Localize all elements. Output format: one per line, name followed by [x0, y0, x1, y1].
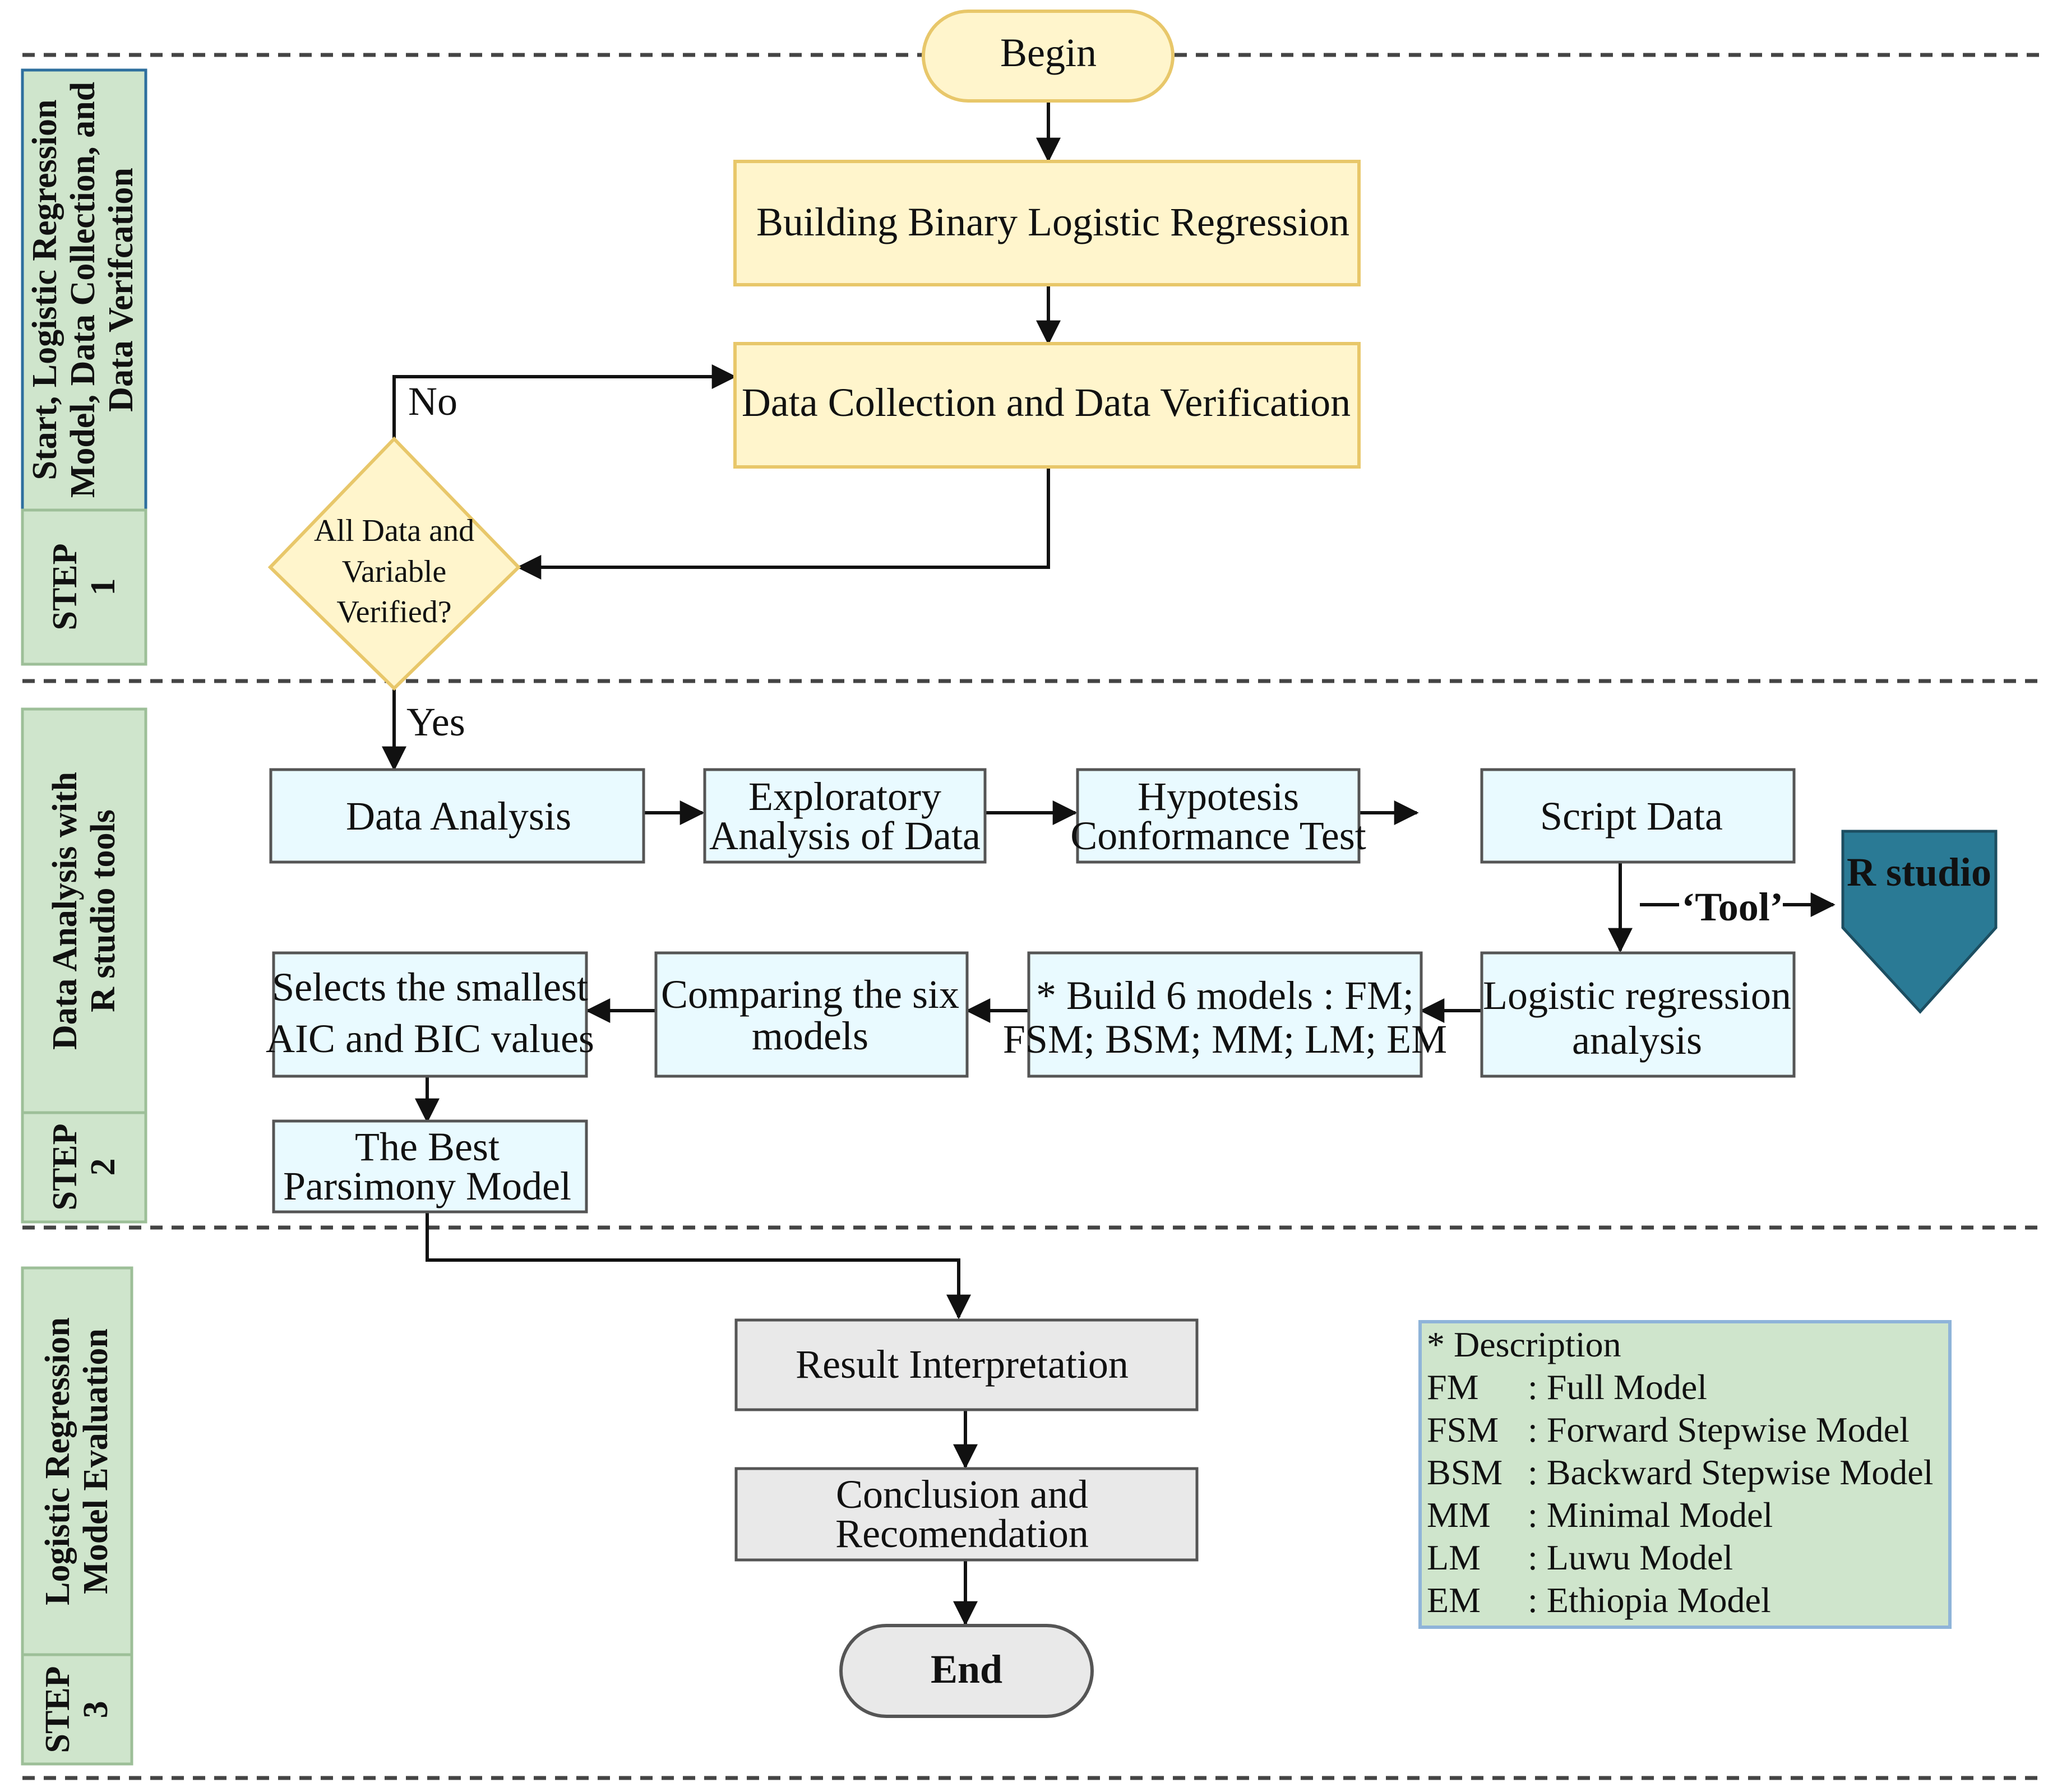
legend-abbr-bsm: BSM: [1427, 1452, 1503, 1492]
step2-number: 2: [84, 1159, 122, 1176]
rstudio-shape: [1841, 830, 1998, 1014]
legend-abbr-fsm: FSM: [1427, 1410, 1499, 1450]
step3-label: STEP 3: [39, 1666, 115, 1753]
begin-label: Begin: [1000, 30, 1097, 75]
legend-abbr-mm: MM: [1427, 1495, 1491, 1535]
selects-line2: AIC and BIC values: [266, 1016, 594, 1061]
step3-title-line1: Logistic Regression: [39, 1317, 77, 1605]
hypotesis-line1: Hypotesis: [1138, 774, 1299, 819]
selects-line1: Selects the smallest: [272, 965, 588, 1010]
conclusion-line1: Conclusion and: [836, 1472, 1088, 1517]
decision-line3: Verified?: [336, 595, 451, 629]
exploratory-line2: Analysis of Data: [709, 813, 981, 858]
collect-box: [733, 342, 1361, 469]
data-analysis-label: Data Analysis: [346, 794, 571, 839]
best-box: [272, 1119, 588, 1214]
conclusion-line2: Recomendation: [835, 1511, 1089, 1556]
exploratory-line1: Exploratory: [748, 774, 941, 819]
side-panel-step2-title: [21, 707, 147, 1114]
legend-abbr-fm: FM: [1427, 1367, 1479, 1407]
legend-desc-mm: : Minimal Model: [1528, 1495, 1773, 1535]
hypotesis-box: [1076, 768, 1361, 864]
arrow-collect-decision: [516, 467, 1050, 580]
side-panel-step3-title: [21, 1266, 133, 1656]
script-data-label: Script Data: [1540, 794, 1723, 839]
step2-title-line2: R studio tools: [84, 809, 122, 1012]
begin-terminal: [922, 10, 1175, 103]
step1-title-line1: Start, Logistic Regression: [26, 99, 64, 480]
step1-title-line2: Model, Data Collection, and: [64, 82, 102, 498]
legend-desc-fm: : Full Model: [1528, 1367, 1707, 1407]
legend-desc-fsm: : Forward Stepwise Model: [1528, 1410, 1910, 1450]
end-label: End: [931, 1647, 1002, 1692]
legend-abbr-lm: LM: [1427, 1538, 1481, 1577]
compare-box: [654, 951, 969, 1078]
conclusion-box: [734, 1467, 1199, 1562]
step3-number: 3: [77, 1701, 115, 1719]
logistic-line1: Logistic regression: [1483, 973, 1791, 1018]
yes-label: Yes: [406, 700, 465, 744]
step2-title-line1: Data Analysis with: [46, 772, 84, 1050]
script-data-box: [1480, 768, 1796, 864]
step1-word: STEP: [46, 543, 84, 630]
best-line2: Parsimony Model: [283, 1164, 571, 1208]
legend-desc-lm: : Luwu Model: [1528, 1538, 1733, 1577]
result-label: Result Interpretation: [796, 1342, 1129, 1387]
build6-line2: FSM; BSM; MM; LM; EM: [1003, 1017, 1447, 1062]
step3-title: Logistic Regression Model Evaluation: [39, 1317, 115, 1605]
nodes: Begin Building Binary Logistic Regressio…: [266, 10, 1998, 1718]
compare-line1: Comparing the six: [661, 972, 959, 1017]
step3-title-line2: Model Evaluation: [77, 1328, 115, 1594]
compare-line2: models: [752, 1013, 868, 1058]
legend-desc-bsm: : Backward Stepwise Model: [1528, 1452, 1933, 1492]
legend-desc-em: : Ethiopia Model: [1528, 1580, 1771, 1620]
step2-title: Data Analysis with R studio tools: [46, 772, 122, 1050]
logistic-box: [1480, 951, 1796, 1078]
data-analysis-box: [269, 768, 645, 864]
legend-title: * Description: [1427, 1325, 1621, 1364]
side-panels: Start, Logistic Regression Model, Data C…: [21, 68, 147, 1766]
build6-box: [1027, 951, 1423, 1078]
step2-word: STEP: [46, 1123, 84, 1210]
end-terminal: [839, 1624, 1094, 1718]
build-box: [733, 160, 1361, 286]
decision-line1: All Data and: [314, 513, 474, 548]
side-panel-step3-num: [21, 1653, 133, 1766]
result-box: [734, 1318, 1199, 1411]
step2-label: STEP 2: [46, 1123, 122, 1210]
step1-title: Start, Logistic Regression Model, Data C…: [26, 82, 140, 498]
decision-diamond: [267, 436, 521, 691]
selects-box: [272, 951, 588, 1078]
no-label: No: [408, 379, 457, 424]
decision-line2: Variable: [342, 554, 447, 589]
rstudio-label: R studio: [1847, 850, 1991, 895]
logistic-line2: analysis: [1572, 1018, 1702, 1063]
arrow-best-result: [426, 1212, 971, 1319]
step3-word: STEP: [39, 1666, 77, 1753]
section-dividers: [22, 53, 2041, 1780]
best-line1: The Best: [355, 1124, 500, 1169]
step1-label: STEP 1: [46, 543, 122, 630]
build6-line1: * Build 6 models : FM;: [1036, 973, 1414, 1018]
tool-label: ‘Tool’: [1681, 885, 1783, 929]
legend: * Description FM : Full Model FSM : Forw…: [1418, 1320, 1952, 1629]
arrow-decision-no: [392, 364, 737, 439]
legend-abbr-em: EM: [1427, 1580, 1481, 1620]
step1-number: 1: [84, 578, 122, 596]
collect-label: Data Collection and Data Verification: [742, 380, 1351, 425]
step1-title-line3: Data Verifcation: [102, 168, 140, 412]
hypotesis-line2: Conformance Test: [1070, 813, 1366, 858]
side-panel-step1-title: [21, 68, 147, 512]
exploratory-box: [703, 768, 987, 864]
side-panel-step1-num: [21, 508, 147, 666]
connectors: [382, 101, 1836, 1626]
build-label: Building Binary Logistic Regression: [756, 200, 1349, 244]
side-panel-step2-num: [21, 1111, 147, 1224]
legend-box: [1418, 1320, 1952, 1629]
